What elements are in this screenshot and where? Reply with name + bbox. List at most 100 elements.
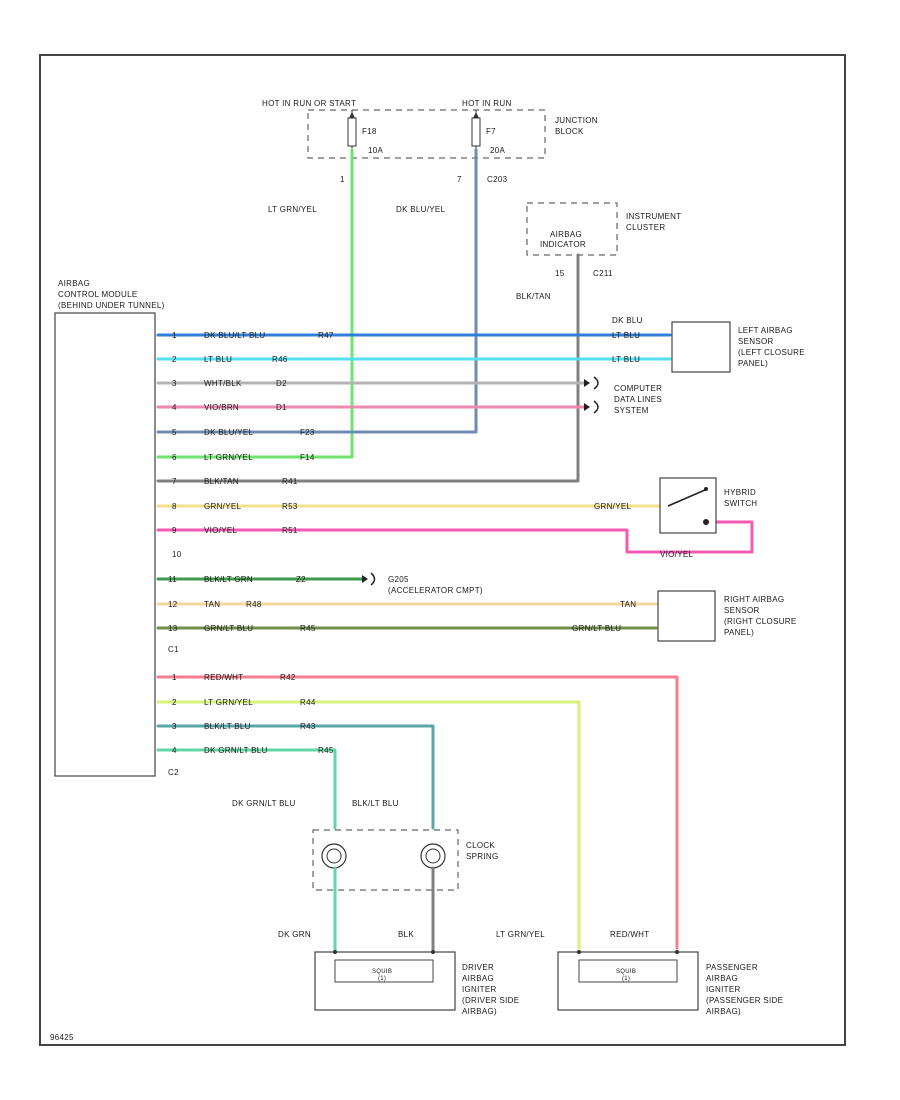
row-pin: 4 (172, 746, 177, 755)
hot-run-start-label: HOT IN RUN OR START (262, 99, 356, 108)
row-color-code: BLK/LT GRN (204, 575, 253, 584)
cluster-inner-2: INDICATOR (540, 240, 586, 249)
row-color-code: DK GRN/LT BLU (204, 746, 268, 755)
connector-c2-label: C2 (168, 768, 179, 777)
feed-wire-dk-blu-yel (156, 148, 478, 434)
right-sensor-label-4: PANEL) (724, 628, 754, 637)
right-sensor-box (657, 590, 716, 642)
row-circuit: D1 (276, 403, 287, 412)
row-pin: 9 (172, 526, 177, 535)
cluster-connector: C211 (593, 269, 613, 278)
right-sensor-label-3: (RIGHT CLOSURE (724, 617, 797, 626)
cluster-inner-1: AIRBAG (550, 230, 582, 239)
row-color-code: VIO/BRN (204, 403, 239, 412)
row-color-code: TAN (204, 600, 220, 609)
clock-spring-label-1: CLOCK (466, 841, 495, 850)
right-sensor-label-1: RIGHT AIRBAG (724, 595, 784, 604)
clock-spring: DK GRN/LT BLU BLK/LT BLU CLOCK SPRING DK… (232, 799, 498, 939)
ground-bracket-icon (370, 572, 376, 586)
passenger-label-3: IGNITER (706, 985, 741, 994)
row-pin: 1 (172, 673, 177, 682)
row-circuit: R43 (300, 722, 316, 731)
computer-data-label-1: COMPUTER (614, 384, 662, 393)
row-circuit: R46 (272, 355, 288, 364)
module-box (54, 312, 156, 777)
fuse1-amps: 10A (368, 146, 383, 155)
row-circuit: R47 (318, 331, 334, 340)
wire-r43 (156, 724, 435, 830)
row-pin: 12 (168, 600, 178, 609)
ground-g205: G205 (ACCELERATOR CMPT) (362, 572, 483, 595)
hybrid-wire2-label: VIO/YEL (660, 550, 693, 559)
row-circuit: R45 (318, 746, 334, 755)
row-circuit: R44 (300, 698, 316, 707)
terminal-dot (431, 950, 435, 954)
driver-label-1: DRIVER (462, 963, 494, 972)
switch-contact-icon (703, 519, 709, 525)
driver-squib-label: SQUIB (372, 969, 392, 975)
right-sensor-wire1: TAN (620, 600, 636, 609)
clock-wire-left: DK GRN/LT BLU (232, 799, 296, 808)
row-color-code: RED/WHT (204, 673, 243, 682)
passenger-airbag-igniter: LT GRN/YEL RED/WHT SQUIB (1) PASSENGER A… (496, 930, 783, 1016)
instrument-cluster-outline (526, 202, 618, 256)
diagram-frame (39, 54, 846, 1046)
instrument-cluster: INSTRUMENT CLUSTER AIRBAG INDICATOR 15 C… (516, 202, 681, 301)
row-pin: 11 (168, 575, 177, 584)
row-circuit: R41 (282, 477, 298, 486)
driver-label-2: AIRBAG (462, 974, 494, 983)
terminal-dots (333, 950, 679, 954)
clock-spring-coil-left-icon (321, 843, 347, 869)
left-sensor-wire2: LT BLU (612, 355, 640, 364)
row-circuit: R53 (282, 502, 298, 511)
junction-pin-1: 1 (340, 175, 345, 184)
wire-r51 (156, 520, 754, 554)
row-circuit: R42 (280, 673, 296, 682)
harness-labels: 1 DK BLU/LT BLU R47 2 LT BLU R46 3 WHT/B… (168, 331, 334, 777)
row-pin: 13 (168, 624, 178, 633)
airbag-control-module: AIRBAG CONTROL MODULE (BEHIND UNDER TUNN… (54, 279, 165, 777)
terminal-dot (577, 950, 581, 954)
right-airbag-sensor: RIGHT AIRBAG SENSOR (RIGHT CLOSURE PANEL… (572, 590, 797, 642)
row-circuit: R48 (246, 600, 262, 609)
module-label-1: AIRBAG (58, 279, 90, 288)
cluster-label-1: INSTRUMENT (626, 212, 681, 221)
row-circuit: R45 (300, 624, 316, 633)
driver-squib-count: (1) (378, 976, 386, 982)
hybrid-switch-label-2: SWITCH (724, 499, 757, 508)
row-pin: 8 (172, 502, 177, 511)
row-pin: 3 (172, 379, 177, 388)
clock-out-left: DK GRN (278, 930, 311, 939)
hot-run-label: HOT IN RUN (462, 99, 512, 108)
left-sensor-box (671, 321, 731, 373)
module-label-3: (BEHIND UNDER TUNNEL) (58, 301, 165, 310)
row-circuit: D2 (276, 379, 287, 388)
data-bracket-icon (593, 376, 599, 414)
clock-spring-coil-left-icon (326, 848, 342, 864)
fuse2-icon (471, 117, 481, 147)
left-sensor-label-3: (LEFT CLOSURE (738, 348, 805, 357)
driver-label-3: IGNITER (462, 985, 497, 994)
junction-pin-7: 7 (457, 175, 462, 184)
passenger-wire-right: RED/WHT (610, 930, 649, 939)
clock-spring-outline (312, 829, 459, 891)
row-color-code: LT GRN/YEL (204, 453, 253, 462)
wire-r42 (156, 675, 679, 950)
row-color-code: WHT/BLK (204, 379, 242, 388)
fuse2-arrow-icon (473, 112, 479, 118)
clock-out-right: BLK (398, 930, 414, 939)
figure-id: 96425 (50, 1033, 74, 1042)
cluster-pin: 15 (555, 269, 565, 278)
row-circuit: F23 (300, 428, 315, 437)
passenger-wire-left: LT GRN/YEL (496, 930, 545, 939)
row-color-code: DK BLU/LT BLU (204, 331, 265, 340)
module-label-2: CONTROL MODULE (58, 290, 137, 299)
clock-spring-coil-right-icon (425, 848, 441, 864)
left-airbag-sensor: LEFT AIRBAG SENSOR (LEFT CLOSURE PANEL) … (612, 316, 805, 373)
row-pin: 4 (172, 403, 177, 412)
fuse2-amps: 20A (490, 146, 505, 155)
junction-block: HOT IN RUN OR START HOT IN RUN JUNCTION … (262, 99, 598, 214)
row-pin: 2 (172, 698, 177, 707)
terminal-dot (333, 950, 337, 954)
data-arrow-icon (584, 379, 590, 387)
